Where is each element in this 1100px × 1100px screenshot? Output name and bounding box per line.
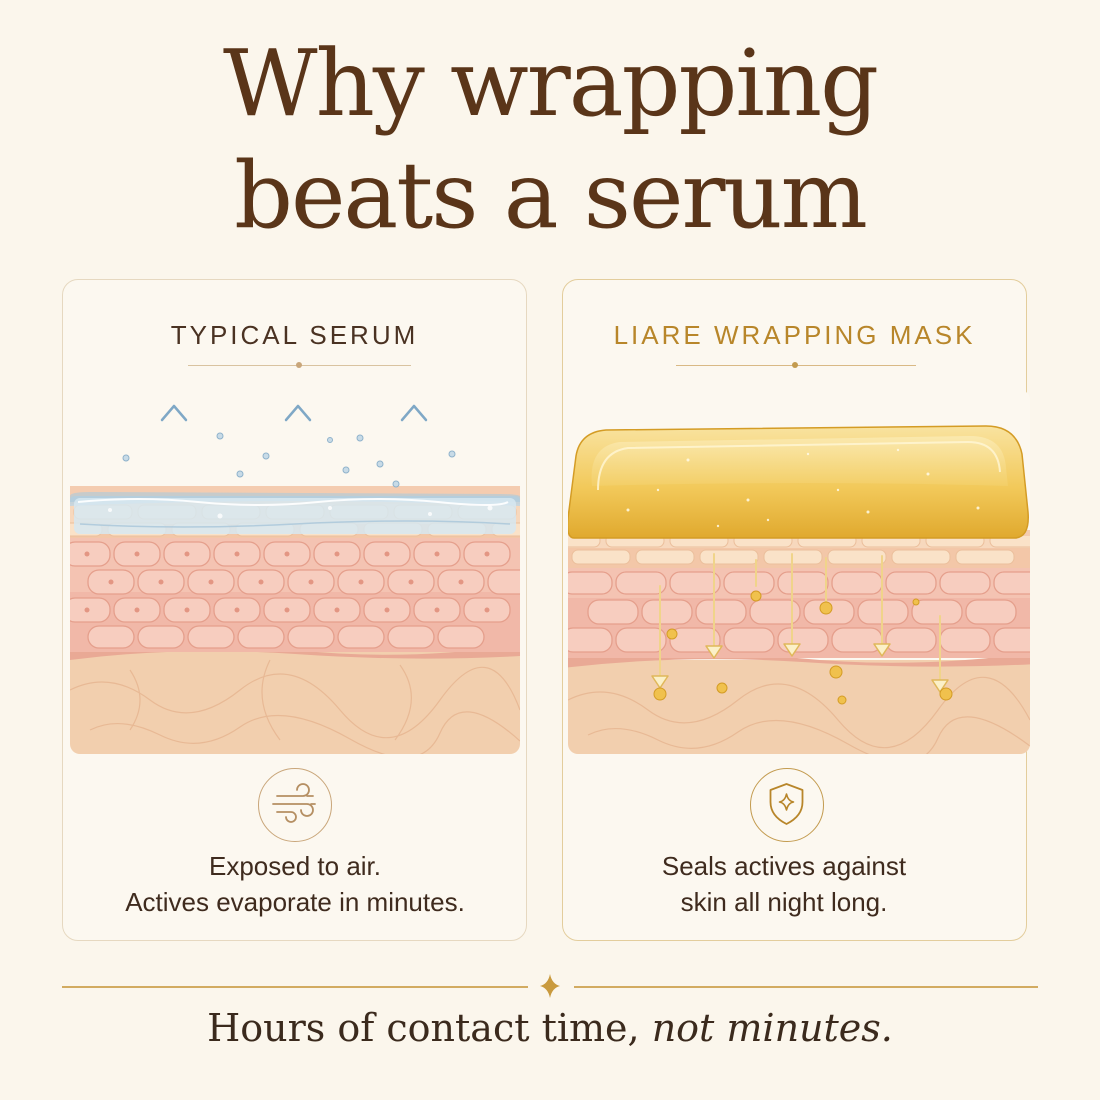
card-heading-liare-mask: LIARE WRAPPING MASK [613, 320, 976, 350]
serum-description-line-2: Actives evaporate in minutes. [125, 887, 465, 917]
mask-description-line-1: Seals actives against [661, 851, 907, 881]
footer-text-italic: not minutes. [651, 1006, 893, 1050]
footer-divider-left [62, 986, 528, 988]
divider-dot-right [792, 362, 798, 368]
divider-dot-left [296, 362, 302, 368]
page-title: Why wrapping beats a serum [0, 28, 1100, 252]
title-line-1: Why wrapping [223, 30, 879, 137]
mask-description: Seals actives against skin all night lon… [554, 848, 1014, 920]
footer-divider-right [574, 986, 1038, 988]
sparkle-icon [540, 974, 560, 998]
title-line-2: beats a serum [234, 142, 868, 249]
air-flow-icon [258, 768, 332, 842]
card-heading-typical-serum: TYPICAL SERUM [170, 320, 419, 350]
shield-sparkle-icon [750, 768, 824, 842]
mask-description-line-2: skin all night long. [680, 887, 888, 917]
serum-skin-illustration [70, 404, 520, 754]
serum-description: Exposed to air. Actives evaporate in min… [65, 848, 525, 920]
footer-tagline: Hours of contact time, not minutes. [0, 1006, 1100, 1050]
mask-skin-illustration [568, 390, 1030, 754]
footer-text-regular: Hours of contact time, [207, 1006, 652, 1050]
serum-description-line-1: Exposed to air. [209, 851, 381, 881]
